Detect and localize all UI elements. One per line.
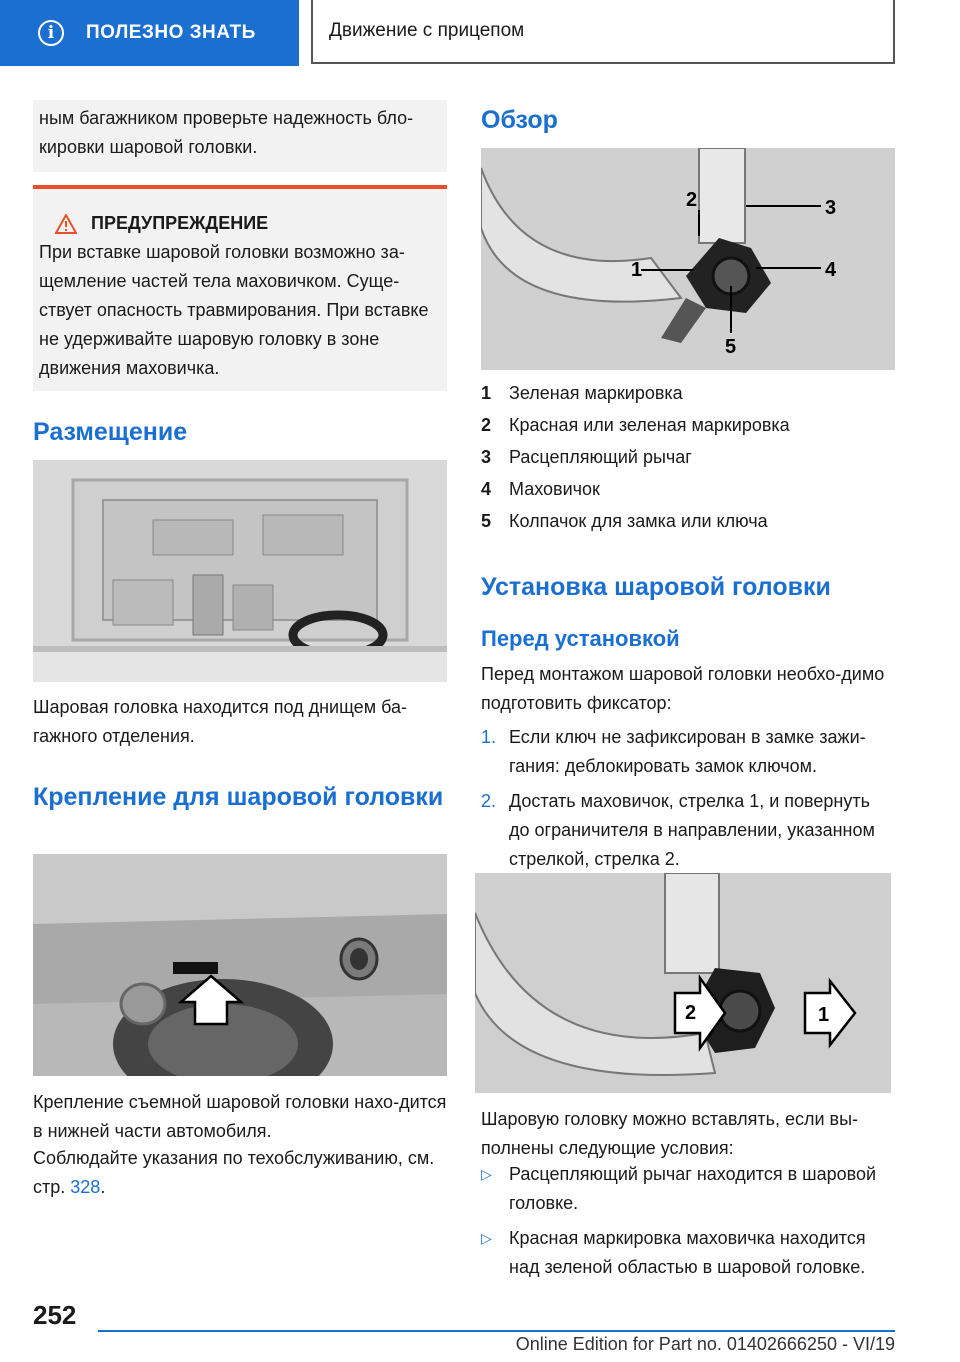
legend-label: Красная или зеленая маркировка xyxy=(509,415,790,435)
mount-caption: Крепление съемной шаровой головки нахо-д… xyxy=(33,1092,447,1141)
vehicle-rear-image xyxy=(33,854,447,1109)
overview-image: 1 2 3 4 5 xyxy=(480,147,895,370)
maintenance-text: Соблюдайте указания по техобслуживанию, … xyxy=(33,1144,447,1202)
before-heading: Перед установкой xyxy=(481,626,680,651)
conditions-list: ▷ Расцепляющий рычаг находится в шаровой… xyxy=(481,1160,895,1282)
steps-list: 1. Если ключ не зафиксирован в замке заж… xyxy=(481,723,895,874)
warning-triangle-icon xyxy=(55,213,77,234)
section-title-text: Движение с прицепом xyxy=(329,20,525,41)
legend-label: Колпачок для замка или ключа xyxy=(509,511,768,531)
legend-item: 3 Расцепляющий рычаг xyxy=(481,443,895,472)
step-number: 1. xyxy=(481,727,497,747)
overview-heading: Обзор xyxy=(481,106,558,134)
legend-item: 5 Колпачок для замка или ключа xyxy=(481,507,895,536)
placement-caption: Шаровая головка находится под днищем ба-… xyxy=(33,697,407,746)
condition-text: Расцепляющий рычаг находится в шаровой г… xyxy=(509,1164,877,1213)
warning-header: ПРЕДУПРЕЖДЕНИЕ xyxy=(39,213,441,234)
info-icon: i xyxy=(38,20,64,46)
step-item: 2. Достать маховичок, стрелка 1, и повер… xyxy=(481,787,895,874)
conditions-text: Шаровую головку можно вставлять, если вы… xyxy=(481,1109,859,1158)
legend-item: 2 Красная или зеленая маркировка xyxy=(481,411,895,440)
placement-heading: Размещение xyxy=(33,418,188,446)
condition-item: ▷ Красная маркировка маховичка находится… xyxy=(481,1224,895,1282)
step-item: 1. Если ключ не зафиксирован в замке заж… xyxy=(481,723,895,781)
overview-label-2: 2 xyxy=(686,189,697,211)
before-text: Перед монтажом шаровой головки необхо-ди… xyxy=(481,664,885,713)
header-tab-label: ПОЛЕЗНО ЗНАТЬ xyxy=(86,22,256,43)
footer-divider xyxy=(98,1330,895,1332)
legend-number: 5 xyxy=(481,511,492,531)
step-text: Достать маховичок, стрелка 1, и повернут… xyxy=(509,791,875,869)
overview-label-3: 3 xyxy=(825,197,836,219)
legend-label: Маховичок xyxy=(509,479,600,499)
step-text: Если ключ не зафиксирован в замке зажи-г… xyxy=(509,727,866,776)
step-label-1: 1 xyxy=(818,1004,829,1026)
legend-item: 1 Зеленая маркировка xyxy=(481,379,895,408)
legend-item: 4 Маховичок xyxy=(481,475,895,504)
legend-label: Расцепляющий рычаг xyxy=(509,447,692,467)
warning-box: ПРЕДУПРЕЖДЕНИЕ При вставке шаровой голов… xyxy=(33,185,447,391)
maintenance-text-end: . xyxy=(100,1177,106,1197)
legend-number: 3 xyxy=(481,447,492,467)
page-link[interactable]: 328 xyxy=(70,1177,101,1197)
intro-text: ным багажником проверьте надежность бло-… xyxy=(39,108,414,157)
maintenance-text-main: Соблюдайте указания по техобслуживанию, … xyxy=(33,1148,435,1197)
page-number: 252 xyxy=(33,1300,77,1330)
footer-edition: Online Edition for Part no. 01402666250 … xyxy=(515,1334,895,1354)
condition-text: Красная маркировка маховичка находится н… xyxy=(509,1228,866,1277)
legend-number: 1 xyxy=(481,383,492,403)
legend-number: 4 xyxy=(481,479,492,499)
overview-label-1: 1 xyxy=(631,259,642,281)
install-heading: Установка шаровой головки xyxy=(481,573,831,601)
header-tab[interactable]: i ПОЛЕЗНО ЗНАТЬ xyxy=(0,0,299,66)
warning-body: При вставке шаровой головки возможно за-… xyxy=(39,242,429,378)
legend-label: Зеленая маркировка xyxy=(509,383,683,403)
triangle-bullet-icon: ▷ xyxy=(481,1230,492,1246)
trunk-image xyxy=(33,460,447,682)
condition-item: ▷ Расцепляющий рычаг находится в шаровой… xyxy=(481,1160,895,1218)
mount-heading: Крепление для шаровой головки xyxy=(33,783,444,811)
overview-label-5: 5 xyxy=(725,336,736,358)
knob-image: 2 1 xyxy=(474,872,891,1093)
section-title: Движение с прицепом xyxy=(311,0,895,64)
overview-label-4: 4 xyxy=(825,259,837,281)
warning-title: ПРЕДУПРЕЖДЕНИЕ xyxy=(91,213,269,233)
intro-box: ным багажником проверьте надежность бло-… xyxy=(33,100,447,172)
triangle-bullet-icon: ▷ xyxy=(481,1166,492,1182)
overview-legend: 1 Зеленая маркировка 2 Красная или зелен… xyxy=(481,379,895,536)
step-label-2: 2 xyxy=(685,1002,696,1024)
step-number: 2. xyxy=(481,791,497,811)
legend-number: 2 xyxy=(481,415,492,435)
